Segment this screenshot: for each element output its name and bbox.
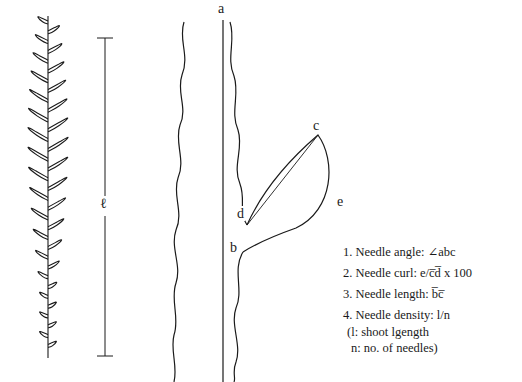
shoot-drawing	[28, 16, 68, 358]
stem-left-outline	[173, 22, 185, 382]
needle-stroke	[29, 108, 48, 122]
needle-stroke	[48, 44, 62, 54]
point-label: e	[336, 194, 344, 209]
stem-right-outline	[230, 22, 247, 225]
point-label: b	[229, 240, 238, 255]
needle-stroke	[40, 312, 48, 318]
definition-text: 1. Needle angle: ∠abc	[343, 246, 456, 260]
needle-stroke	[48, 177, 67, 190]
needle-stroke	[48, 137, 68, 151]
needle-stroke	[31, 71, 48, 83]
point-label: a	[217, 1, 225, 16]
needle-stroke	[48, 80, 66, 92]
point-label: d	[236, 206, 245, 221]
definition-text: 2. Needle curl: e/c̅d̅ x 100	[343, 267, 472, 281]
needle-stroke	[48, 282, 57, 288]
needle-stroke	[48, 219, 64, 230]
dimension-bar	[97, 38, 113, 356]
stem-right-lower	[234, 252, 243, 382]
needle-stroke	[33, 229, 48, 239]
definition-text: n: no. of needles)	[351, 342, 438, 356]
definition-text: 3. Needle length: b̅c̅	[343, 288, 444, 302]
needle-stroke	[28, 128, 48, 142]
point-label: c	[312, 118, 320, 133]
needle-stroke	[40, 331, 48, 337]
needle-stroke	[30, 188, 48, 201]
needle-stroke	[48, 62, 64, 73]
needle-outline	[243, 135, 329, 252]
needle-detail	[173, 20, 329, 382]
needle-stroke	[29, 167, 48, 181]
needle-stroke	[48, 99, 67, 112]
needle-stroke	[36, 250, 48, 259]
needle-stroke	[33, 53, 48, 63]
needle-stroke	[48, 26, 59, 34]
needle-stroke	[28, 147, 48, 161]
needle-stroke	[48, 240, 62, 250]
definition-text: 4. Needle density: l/n	[343, 309, 450, 323]
needle-stroke	[38, 272, 48, 279]
needle-stroke	[48, 302, 56, 308]
axis-line	[222, 20, 223, 382]
chord-line	[247, 135, 318, 225]
needle-stroke	[35, 35, 48, 44]
needle-stroke	[48, 322, 56, 328]
needle-stroke	[48, 198, 66, 210]
needle-stroke	[40, 292, 48, 298]
needle-stroke	[48, 341, 56, 347]
dimension-symbol: ℓ	[99, 196, 108, 211]
needle-stroke	[31, 208, 48, 220]
needle-stroke	[48, 118, 68, 132]
needle-stroke	[38, 17, 48, 24]
needle-stroke	[48, 261, 59, 269]
definition-text: (l: shoot lgength	[347, 326, 429, 340]
needle-stroke	[48, 157, 68, 171]
needle-stroke	[30, 90, 48, 103]
